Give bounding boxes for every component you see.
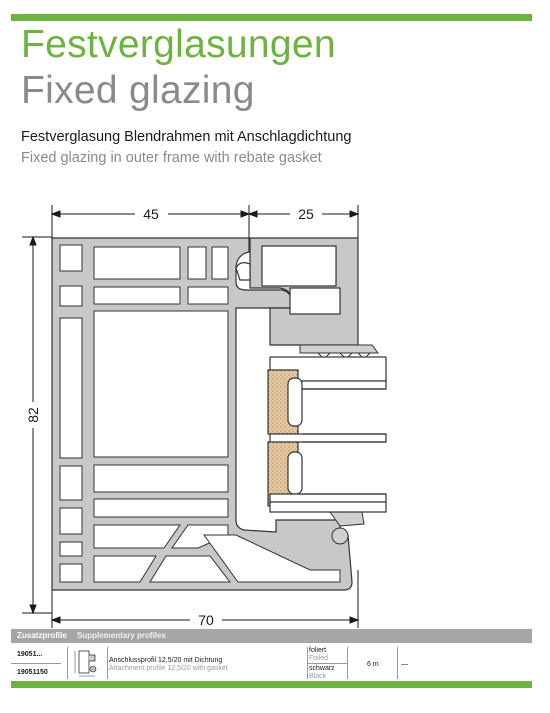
finish-black-german: schwarz: [309, 665, 335, 672]
profile-extra: —: [401, 661, 408, 668]
profile-length: 6 m: [367, 661, 379, 668]
page-title-german: Festverglasungen: [21, 23, 336, 66]
dimension-45: [50, 205, 251, 238]
glass-unit: [267, 356, 387, 513]
table-header-english: Supplementary profiles: [77, 631, 166, 640]
dimension-70: [50, 570, 360, 628]
section-subtitle-german: Festverglasung Blendrahmen mit Anschlagd…: [21, 129, 352, 145]
dimension-82: [22, 235, 52, 615]
outer-frame-profile: [51, 237, 353, 591]
article-number-1: 19051...: [17, 651, 43, 658]
article-number-2: 19051150: [17, 669, 48, 676]
rebate-gasket: [299, 344, 379, 545]
top-accent-bar: [11, 14, 532, 21]
profile-description-german: Anschlussprofil 12,5/20 mit Dichtung: [109, 657, 223, 664]
finish-foiled-english: Foiled: [309, 655, 329, 662]
bottom-accent-bar: [11, 681, 532, 688]
profile-thumbnail-icon: [74, 650, 97, 677]
section-subtitle-english: Fixed glazing in outer frame with rebate…: [21, 150, 322, 166]
dimension-82-label: 82: [25, 407, 41, 423]
profile-description-english: Attachment profile 12,5/20 with gasket: [109, 665, 228, 672]
profile-cross-section-drawing: 45 25 82 70: [22, 205, 387, 628]
glazing-bead-profile: [235, 237, 359, 346]
dimension-45-label: 45: [143, 206, 159, 222]
finish-foiled-german: foliert: [309, 647, 327, 654]
table-header-german: Zusatzprofile: [17, 631, 67, 640]
finish-black-english: Black: [309, 673, 327, 680]
dimension-25: [247, 205, 360, 238]
table-row: 19051... 19051150 Anschlussprofil 12,5/2…: [11, 645, 532, 681]
dimension-25-label: 25: [298, 206, 314, 222]
supplementary-profiles-header: Zusatzprofile Supplementary profiles: [11, 629, 532, 643]
dimension-70-label: 70: [198, 612, 214, 628]
page-title-english: Fixed glazing: [21, 69, 255, 112]
